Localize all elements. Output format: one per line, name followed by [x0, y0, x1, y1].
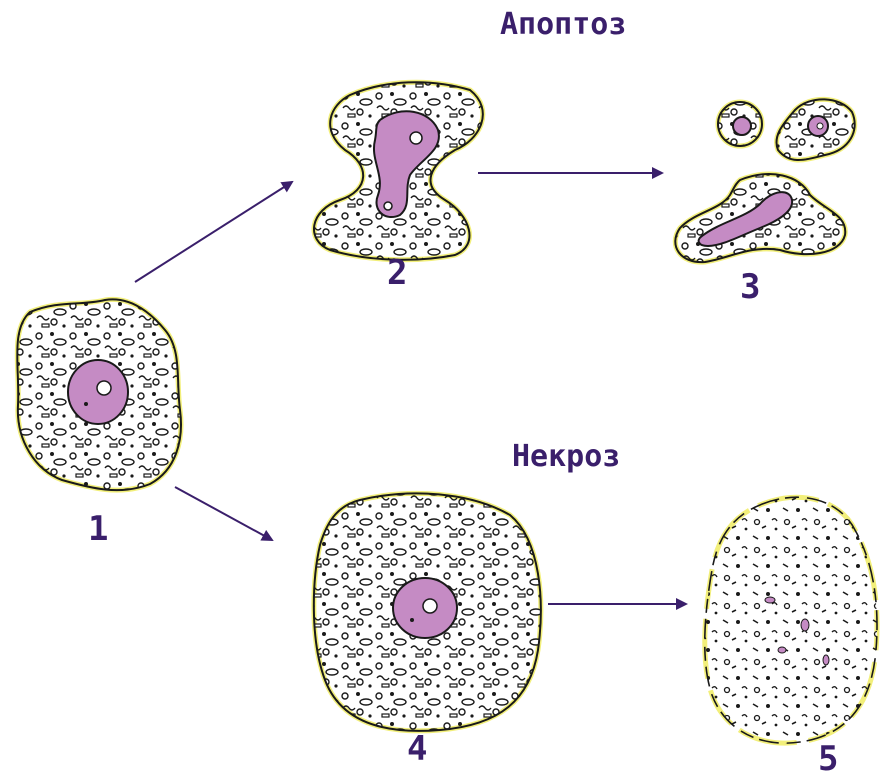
cell-5-necrosis-lysis [705, 497, 877, 743]
stage-number-5: 5 [818, 739, 838, 774]
arrow-1-to-4 [175, 487, 272, 540]
stage-number-3: 3 [740, 267, 760, 307]
stage-number-1: 1 [88, 509, 108, 549]
arrow-1-to-2 [135, 182, 292, 282]
cell-4-necrosis-swelling [314, 493, 541, 731]
cell-1-normal [17, 299, 181, 490]
stage-number-4: 4 [407, 729, 427, 769]
apoptosis-title: Апоптоз [500, 7, 626, 42]
cell-2-apoptosis [314, 82, 483, 260]
necrosis-title: Некроз [512, 439, 620, 474]
stage-number-2: 2 [387, 253, 407, 293]
cell-3-apoptotic-bodies [675, 99, 854, 262]
